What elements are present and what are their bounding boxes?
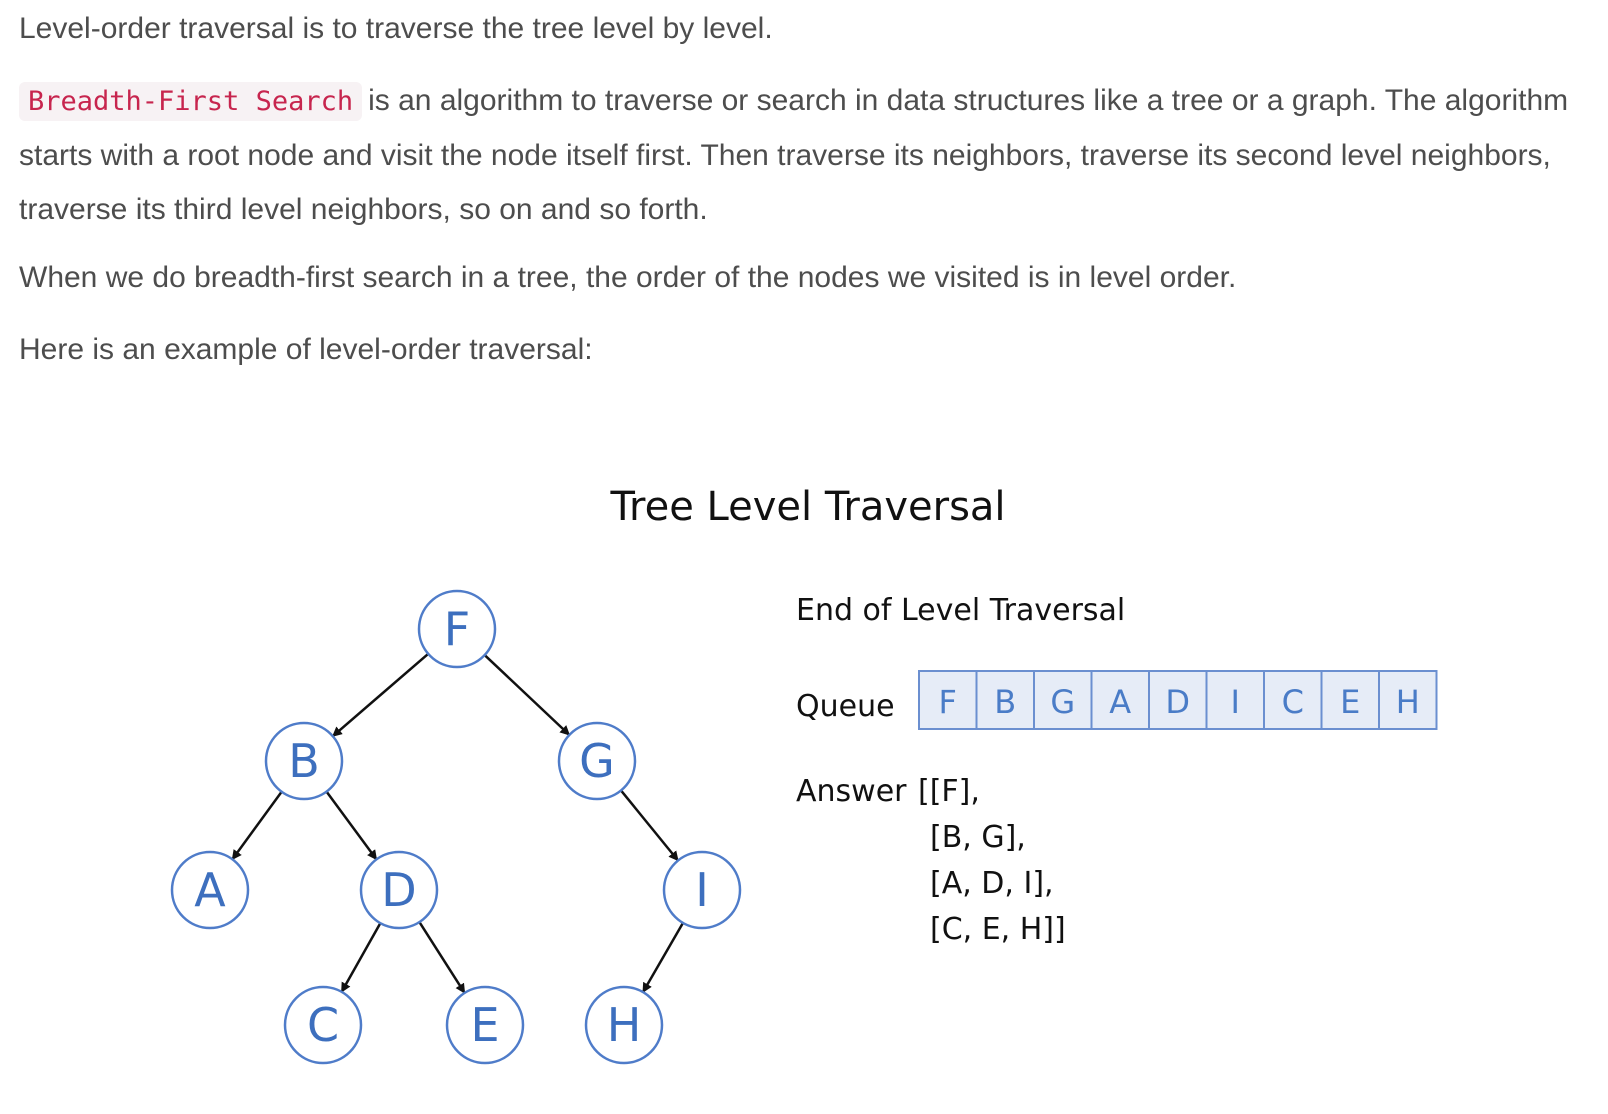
tree-node-h: H [584, 985, 664, 1065]
queue-cell-d: D [1148, 670, 1208, 730]
queue-cell-label: A [1109, 683, 1131, 721]
intro-paragraph: Level-order traversal is to traverse the… [19, 12, 773, 45]
tree-node-label: G [579, 734, 615, 788]
answer-line-4: [C, E, H]] [930, 912, 1066, 947]
queue-cell-g: G [1033, 670, 1093, 730]
tree-node-d: D [359, 850, 439, 930]
queue-cell-e: E [1320, 670, 1380, 730]
tree-node-circle [264, 721, 344, 801]
figure-title: Tree Level Traversal [609, 484, 1005, 530]
queue-cell-f: F [918, 670, 978, 730]
queue-cell-label: C [1282, 683, 1304, 721]
queue-cell-box [1378, 670, 1438, 730]
tree-node-b: B [264, 721, 344, 801]
queue-cell-box [1205, 670, 1265, 730]
queue-cell-label: I [1231, 683, 1240, 721]
figure-subtitle: End of Level Traversal [796, 593, 1125, 628]
queue-cell-box [1148, 670, 1208, 730]
answer-line-3: [A, D, I], [930, 866, 1054, 901]
queue-cell-box [1033, 670, 1093, 730]
tree-edge-f-g [483, 654, 571, 736]
tree-edge-g-i [620, 789, 679, 862]
tree-node-label: C [307, 998, 339, 1052]
tree-node-label: F [444, 602, 470, 656]
tree-nodes: F B G A D I C E H [170, 589, 742, 1065]
queue-cell-box [1263, 670, 1323, 730]
queue-cell-label: E [1340, 683, 1360, 721]
tree-node-label: I [695, 863, 709, 917]
queue-cell-c: C [1263, 670, 1323, 730]
answer-line-2: [B, G], [930, 820, 1026, 855]
tree-node-i: I [662, 850, 742, 930]
answer-label: Answer [796, 774, 907, 809]
tree-node-circle [584, 985, 664, 1065]
queue-cell-a: A [1090, 670, 1150, 730]
queue-cell-box [975, 670, 1035, 730]
tree-edge-f-b [332, 652, 430, 737]
tree-node-circle [662, 850, 742, 930]
example-paragraph: Here is an example of level-order traver… [19, 333, 593, 366]
queue-cell-h: H [1378, 670, 1438, 730]
queue-cell-box [1320, 670, 1380, 730]
tree-edges [231, 652, 685, 994]
queue-cell-label: B [994, 683, 1016, 721]
tree-node-circle [445, 985, 525, 1065]
tree-node-circle [170, 850, 250, 930]
queue-cell-label: F [939, 683, 957, 721]
tree-node-f: F [417, 589, 497, 669]
tree-node-a: A [170, 850, 250, 930]
queue-cell-i: I [1205, 670, 1265, 730]
queue-cell-label: H [1396, 683, 1420, 721]
bfs-description: is an algorithm to traverse or search in… [19, 84, 1569, 226]
level-order-paragraph: When we do breadth-first search in a tre… [19, 261, 1237, 294]
tree-node-e: E [445, 985, 525, 1065]
queue-cell-label: G [1050, 683, 1075, 721]
tree-edge-b-d [325, 790, 378, 861]
tree-node-circle [359, 850, 439, 930]
bfs-code-term: Breadth-First Search [19, 82, 363, 121]
tree-node-label: D [381, 863, 416, 917]
tree-edge-b-a [231, 790, 283, 861]
queue-cell-b: B [975, 670, 1035, 730]
queue-cell-box [1090, 670, 1150, 730]
tree-node-label: H [607, 998, 642, 1052]
tree-node-g: G [557, 721, 637, 801]
queue-cell-label: D [1165, 683, 1190, 721]
tree-edge-d-c [341, 922, 382, 993]
queue-cell-box [918, 670, 978, 730]
tree-node-circle [417, 589, 497, 669]
tree-node-label: A [194, 863, 226, 917]
tree-node-label: E [470, 998, 499, 1052]
tree-node-circle [283, 985, 363, 1065]
tree-node-label: B [288, 734, 320, 788]
queue-label: Queue [796, 689, 895, 724]
tree-node-circle [557, 721, 637, 801]
answer-line-1: [[F], [918, 774, 980, 809]
tree-node-c: C [283, 985, 363, 1065]
tree-edge-i-h [642, 922, 685, 993]
tree-edge-d-e [418, 921, 466, 994]
